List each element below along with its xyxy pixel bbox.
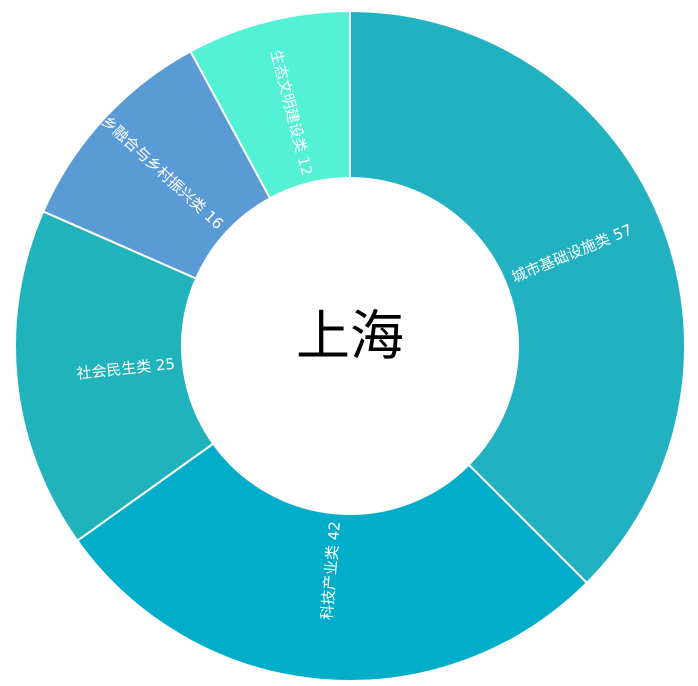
- center-title: 上海: [296, 305, 404, 368]
- slice-1: [75, 442, 589, 682]
- slice-4: [189, 9, 351, 200]
- slice-0: [349, 9, 686, 585]
- slice-2: [14, 210, 215, 543]
- slice-group: [14, 9, 686, 682]
